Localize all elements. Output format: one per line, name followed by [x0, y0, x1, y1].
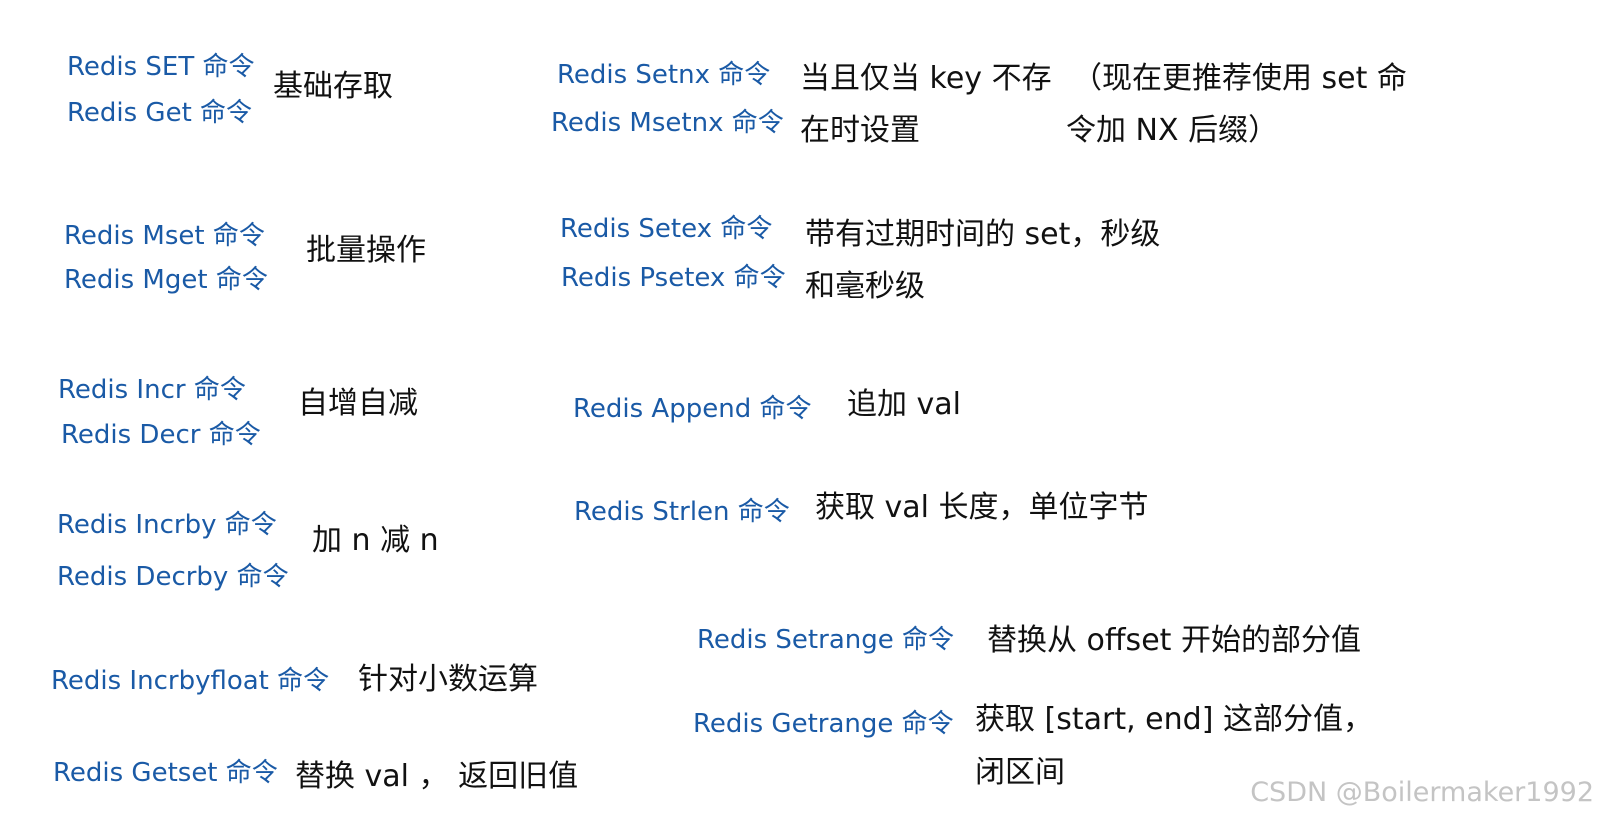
desc-basic-access: 基础存取 — [273, 69, 393, 104]
cmd-redis-psetex: Redis Psetex 命令 — [561, 263, 786, 293]
desc-getrange-line1: 获取 [start, end] 这部分值， — [975, 702, 1373, 737]
cmd-redis-get: Redis Get 命令 — [67, 98, 253, 128]
cmd-redis-decr: Redis Decr 命令 — [61, 420, 261, 450]
desc-setnx-line1: 当且仅当 key 不存 — [800, 61, 1052, 96]
note-setnx-line1: （现在更推荐使用 set 命 — [1072, 61, 1407, 96]
desc-append: 追加 val — [847, 387, 962, 422]
desc-add-sub-n: 加 n 减 n — [312, 523, 439, 558]
watermark: CSDN @Boilermaker1992 — [1250, 777, 1594, 808]
cmd-redis-setrange: Redis Setrange 命令 — [697, 625, 954, 655]
desc-float-ops: 针对小数运算 — [358, 662, 538, 697]
desc-getrange-line2: 闭区间 — [975, 755, 1065, 790]
cmd-redis-incrby: Redis Incrby 命令 — [57, 510, 277, 540]
cmd-redis-mset: Redis Mset 命令 — [64, 221, 265, 251]
desc-setex-line1: 带有过期时间的 set，秒级 — [805, 217, 1161, 252]
desc-strlen: 获取 val 长度，单位字节 — [815, 490, 1149, 525]
cmd-redis-msetnx: Redis Msetnx 命令 — [551, 108, 784, 138]
cmd-redis-mget: Redis Mget 命令 — [64, 265, 268, 295]
cmd-redis-append: Redis Append 命令 — [573, 394, 812, 424]
desc-getset: 替换 val ， 返回旧值 — [295, 759, 579, 794]
cmd-redis-getrange: Redis Getrange 命令 — [693, 709, 954, 739]
note-setnx-line2: 令加 NX 后缀） — [1066, 113, 1279, 148]
desc-batch-ops: 批量操作 — [306, 233, 426, 268]
desc-setex-line2: 和毫秒级 — [805, 269, 925, 304]
cmd-redis-incrbyfloat: Redis Incrbyfloat 命令 — [51, 666, 330, 696]
cmd-redis-getset: Redis Getset 命令 — [53, 758, 278, 788]
cmd-redis-setex: Redis Setex 命令 — [560, 214, 773, 244]
cmd-redis-setnx: Redis Setnx 命令 — [557, 60, 771, 90]
cmd-redis-strlen: Redis Strlen 命令 — [574, 497, 790, 527]
cmd-redis-decrby: Redis Decrby 命令 — [57, 562, 289, 592]
desc-incr-decr: 自增自减 — [298, 386, 418, 421]
desc-setnx-line2: 在时设置 — [800, 113, 920, 148]
cmd-redis-set: Redis SET 命令 — [67, 52, 255, 82]
desc-setrange: 替换从 offset 开始的部分值 — [987, 623, 1361, 658]
cmd-redis-incr: Redis Incr 命令 — [58, 375, 246, 405]
